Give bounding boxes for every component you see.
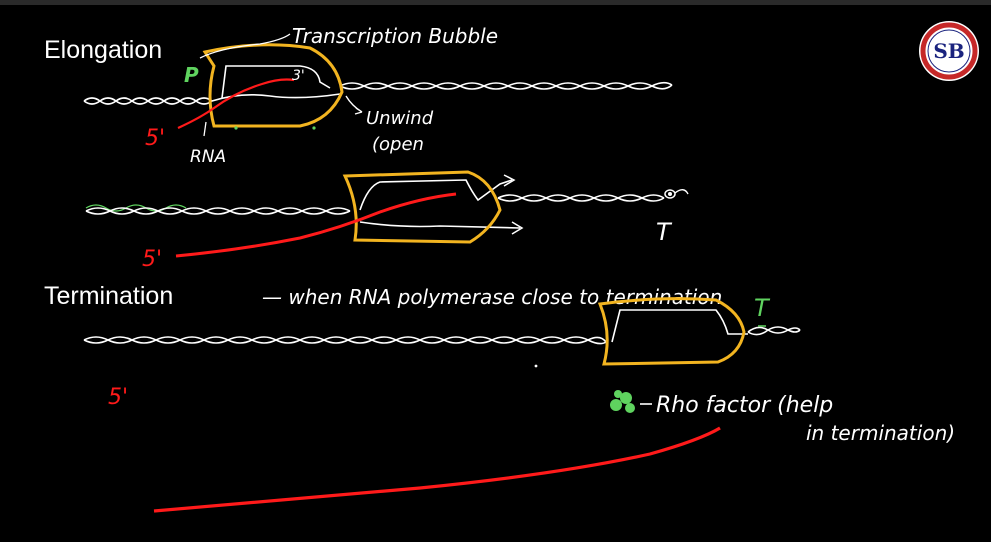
unwind-label: Unwind xyxy=(366,108,434,129)
dna-strand-3-right-b xyxy=(747,326,801,336)
rna-transcript-2 xyxy=(175,192,457,258)
terminator-tail xyxy=(674,189,689,195)
arrow-head-top xyxy=(503,174,516,187)
arrow-head-bottom xyxy=(511,221,524,235)
open-strand-2-top xyxy=(359,179,513,211)
termination-note: — when RNA polymerase close to terminati… xyxy=(262,285,722,309)
rna-pointer xyxy=(203,121,207,137)
dna-strand-3-lower xyxy=(83,336,607,344)
open-label: (open xyxy=(372,134,424,155)
logo-initials: SB xyxy=(933,39,964,63)
dna-strand-lower xyxy=(83,97,213,105)
open-strand-2-bottom xyxy=(359,221,521,229)
transcription-bubble-label: Transcription Bubble xyxy=(292,24,498,48)
rna-label: RNA xyxy=(190,147,226,167)
five-prime-label-1: 5' xyxy=(145,126,165,151)
five-prime-label-2: 5' xyxy=(142,247,162,272)
promoter-label: P xyxy=(184,63,199,87)
elongation-heading: Elongation xyxy=(44,36,163,64)
dna-strand-2-upper xyxy=(85,207,351,215)
rho-factor-label: Rho factor (help xyxy=(656,393,833,418)
sarkari-bharati-logo: SB xyxy=(919,21,979,81)
five-prime-label-3: 5' xyxy=(108,385,128,410)
rna-polymerase-2 xyxy=(342,170,502,244)
dna-strand-2-right xyxy=(497,194,665,202)
dna-strand-2-right-b xyxy=(497,194,665,202)
rho-factor-icon xyxy=(610,390,635,413)
elongation-stage: Transcription Bubble P 3' Unwind (open R… xyxy=(83,24,673,167)
green-dot-1 xyxy=(234,126,238,130)
rho-factor-label-2: in termination) xyxy=(806,421,955,445)
rna-transcript xyxy=(177,78,295,130)
terminator-dot xyxy=(668,192,672,196)
released-rna xyxy=(153,426,721,513)
three-prime-label: 3' xyxy=(292,68,305,84)
unwind-arrow xyxy=(345,95,363,115)
terminator-label-2: T xyxy=(754,294,771,322)
stray-dot xyxy=(534,364,538,368)
green-dot-2 xyxy=(312,126,316,130)
rna-polymerase-3 xyxy=(597,297,746,366)
elongation-stage-2: 5' T xyxy=(85,170,689,272)
dna-strand-3-right xyxy=(747,326,801,334)
rna-polymerase-bubble xyxy=(202,43,344,128)
bubble-arrow-line xyxy=(199,33,291,59)
top-frame-bar xyxy=(0,0,991,5)
dna-left-green xyxy=(85,204,187,212)
terminator-label-1: T xyxy=(656,218,673,246)
open-strand-3 xyxy=(611,309,748,343)
termination-heading: Termination xyxy=(44,282,174,310)
dna-strand-right-2 xyxy=(339,81,673,90)
open-strand-in-bubble xyxy=(221,65,331,99)
termination-stage: — when RNA polymerase close to terminati… xyxy=(83,285,955,513)
terminator-loop xyxy=(664,189,676,199)
dna-strand-2-lower xyxy=(85,207,351,215)
